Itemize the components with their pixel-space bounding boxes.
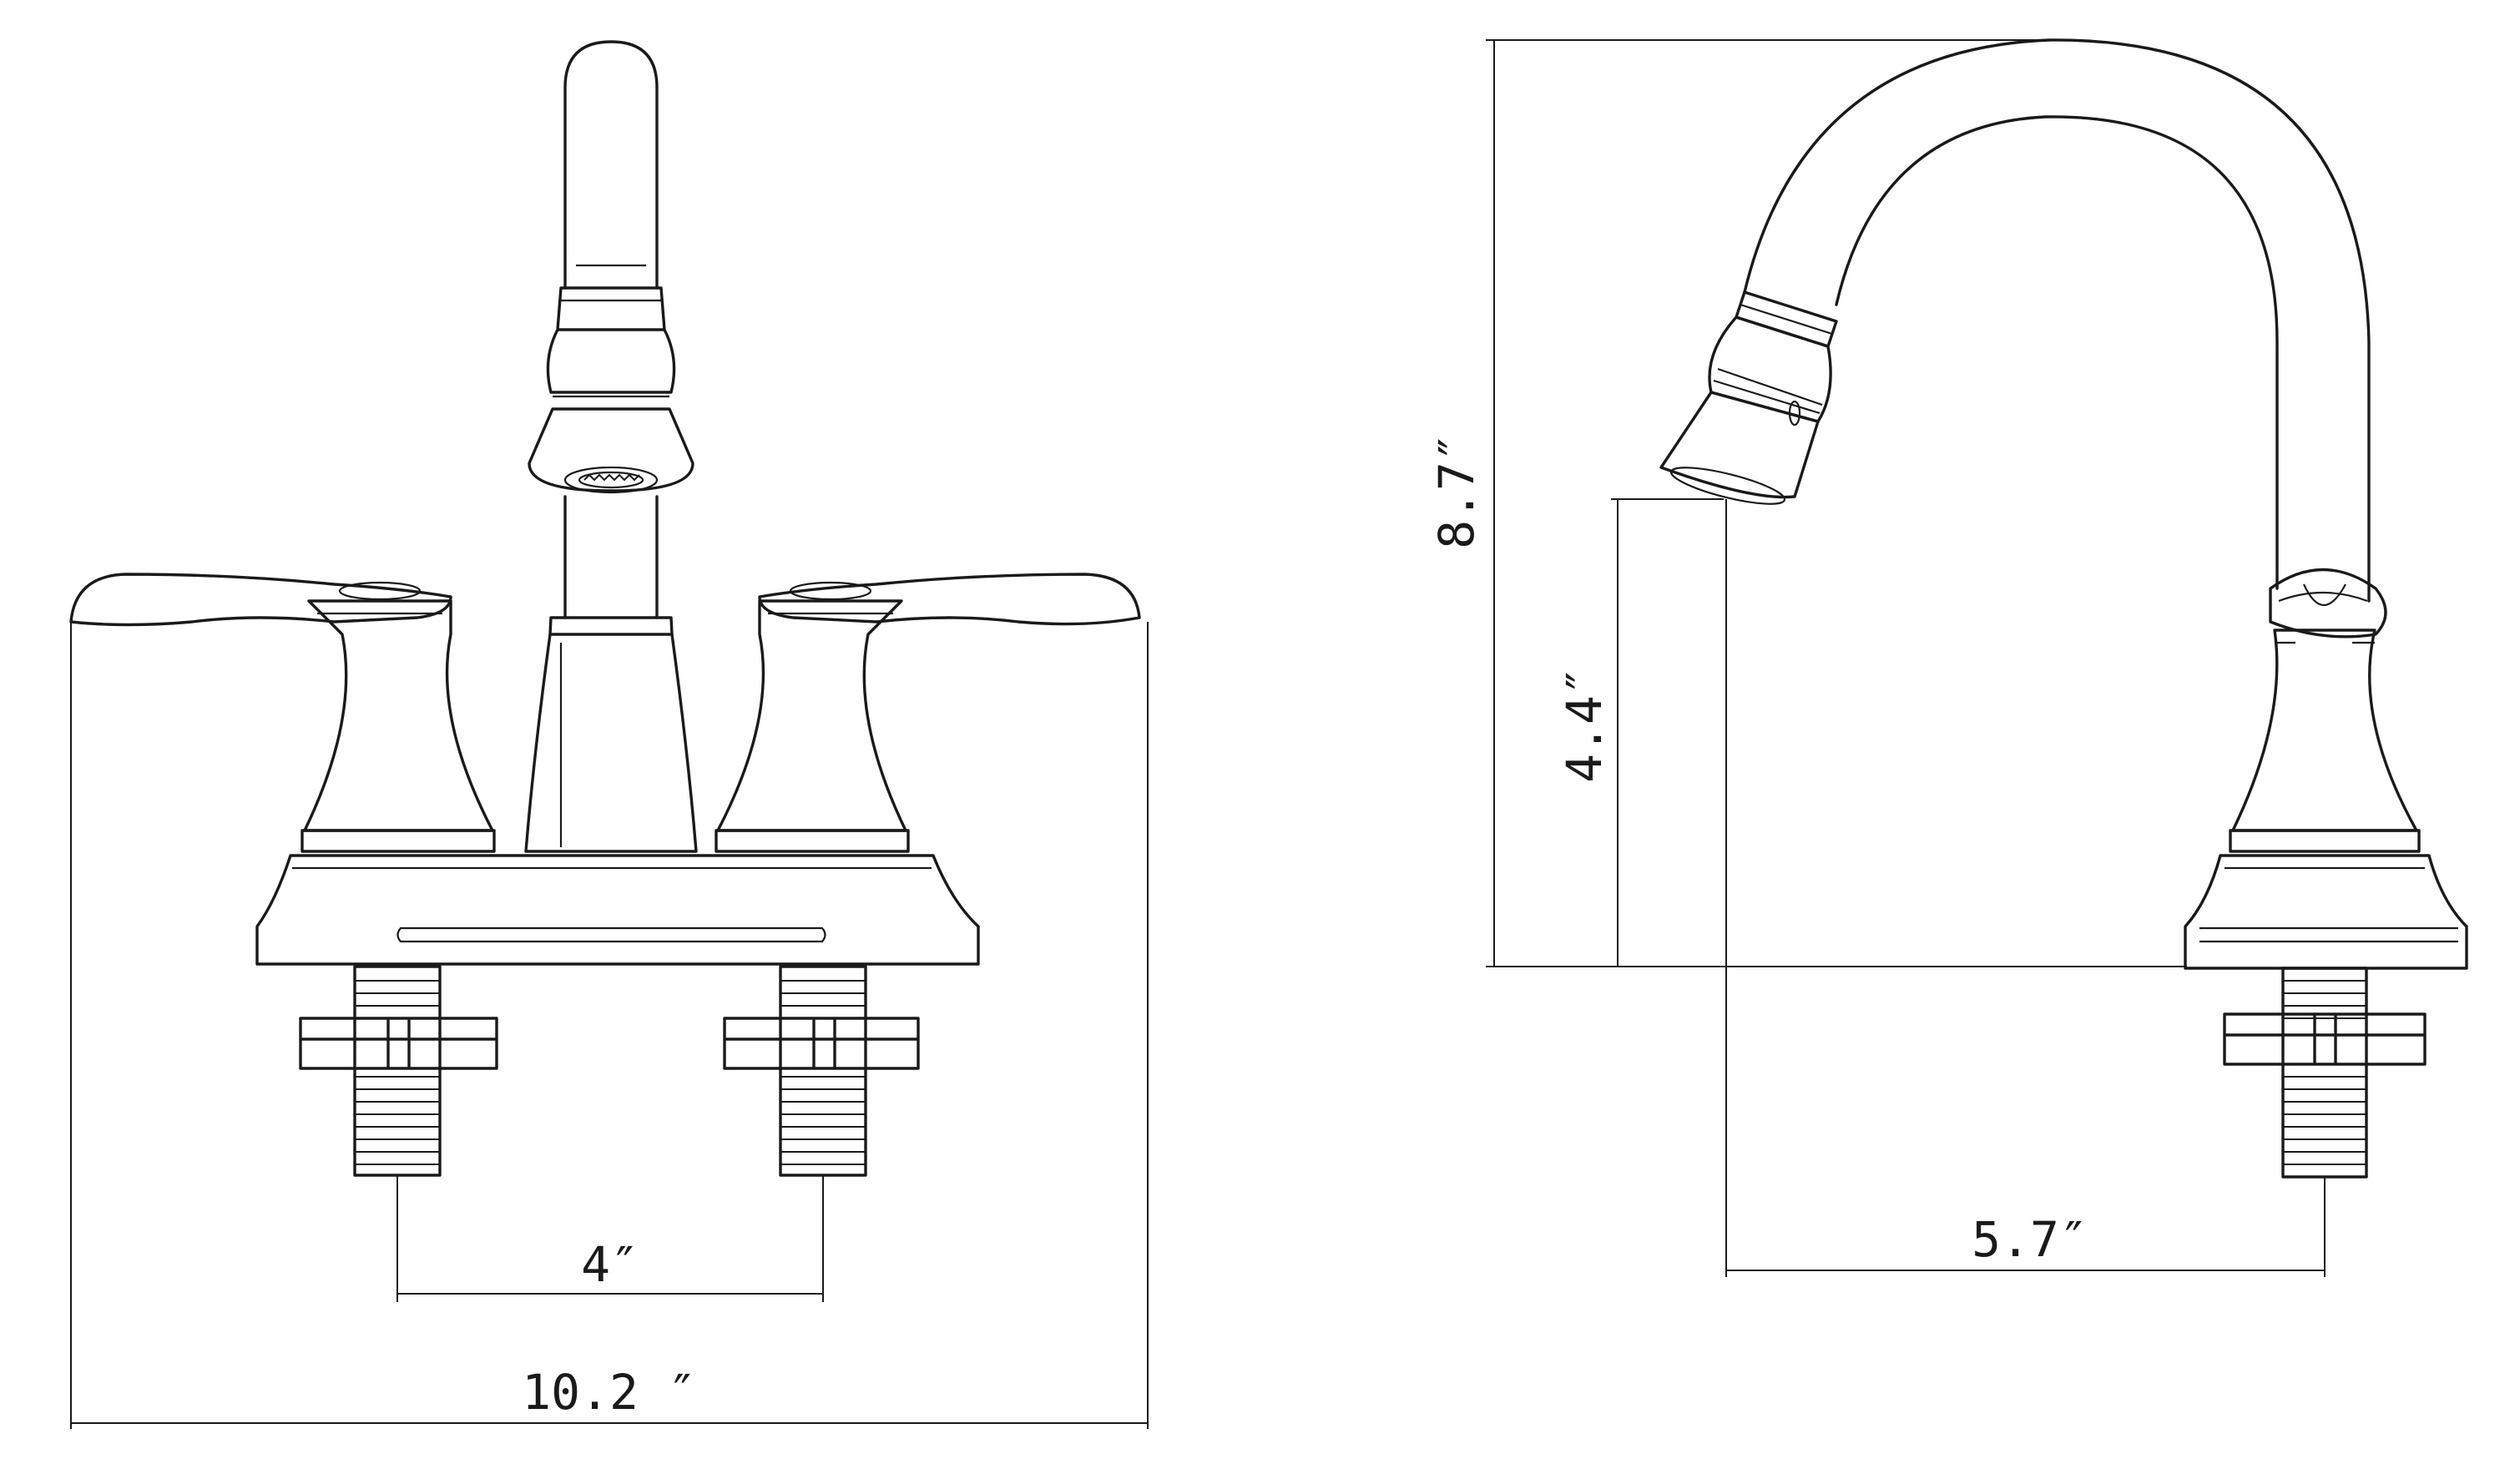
dimension-spout-height-label: 4.4″ xyxy=(1556,666,1613,783)
side-swivel-joint xyxy=(2269,568,2387,639)
dimension-center-spacing-label: 4″ xyxy=(581,1236,639,1293)
front-spout-stem xyxy=(563,495,659,619)
front-left-nut xyxy=(299,1017,498,1070)
front-deck-plate xyxy=(255,854,980,966)
front-left-shank xyxy=(353,965,442,1177)
front-view: 4″ 10.2 ″ xyxy=(69,40,1149,1429)
front-left-handle xyxy=(69,573,452,627)
side-faucet-body xyxy=(2231,629,2418,832)
front-right-handle xyxy=(758,573,1141,626)
side-shank xyxy=(2281,967,2368,1179)
dimension-center-spacing: 4″ xyxy=(396,1175,824,1302)
dimension-spout-reach-label: 5.7″ xyxy=(1972,1211,2088,1268)
dimension-overall-width: 10.2 ″ xyxy=(70,622,1149,1429)
dimension-overall-height-label: 8.7″ xyxy=(1428,432,1485,549)
dimension-spout-reach: 5.7″ xyxy=(1725,499,2326,1277)
side-view: 8.7″ 4.4″ 5.7″ xyxy=(1428,38,2468,1277)
dimension-overall-width-label: 10.2 ″ xyxy=(522,1364,697,1421)
side-deck-base xyxy=(2184,854,2468,970)
front-right-nut xyxy=(723,1017,920,1070)
side-gooseneck-spout xyxy=(1743,38,2371,603)
front-right-shank xyxy=(779,965,867,1177)
front-aerator-collar xyxy=(556,286,666,331)
dimension-spout-height: 4.4″ xyxy=(1556,498,1724,967)
front-spout-tube xyxy=(563,40,659,290)
side-nut xyxy=(2223,1012,2427,1066)
dimension-overall-height: 8.7″ xyxy=(1428,39,2187,967)
